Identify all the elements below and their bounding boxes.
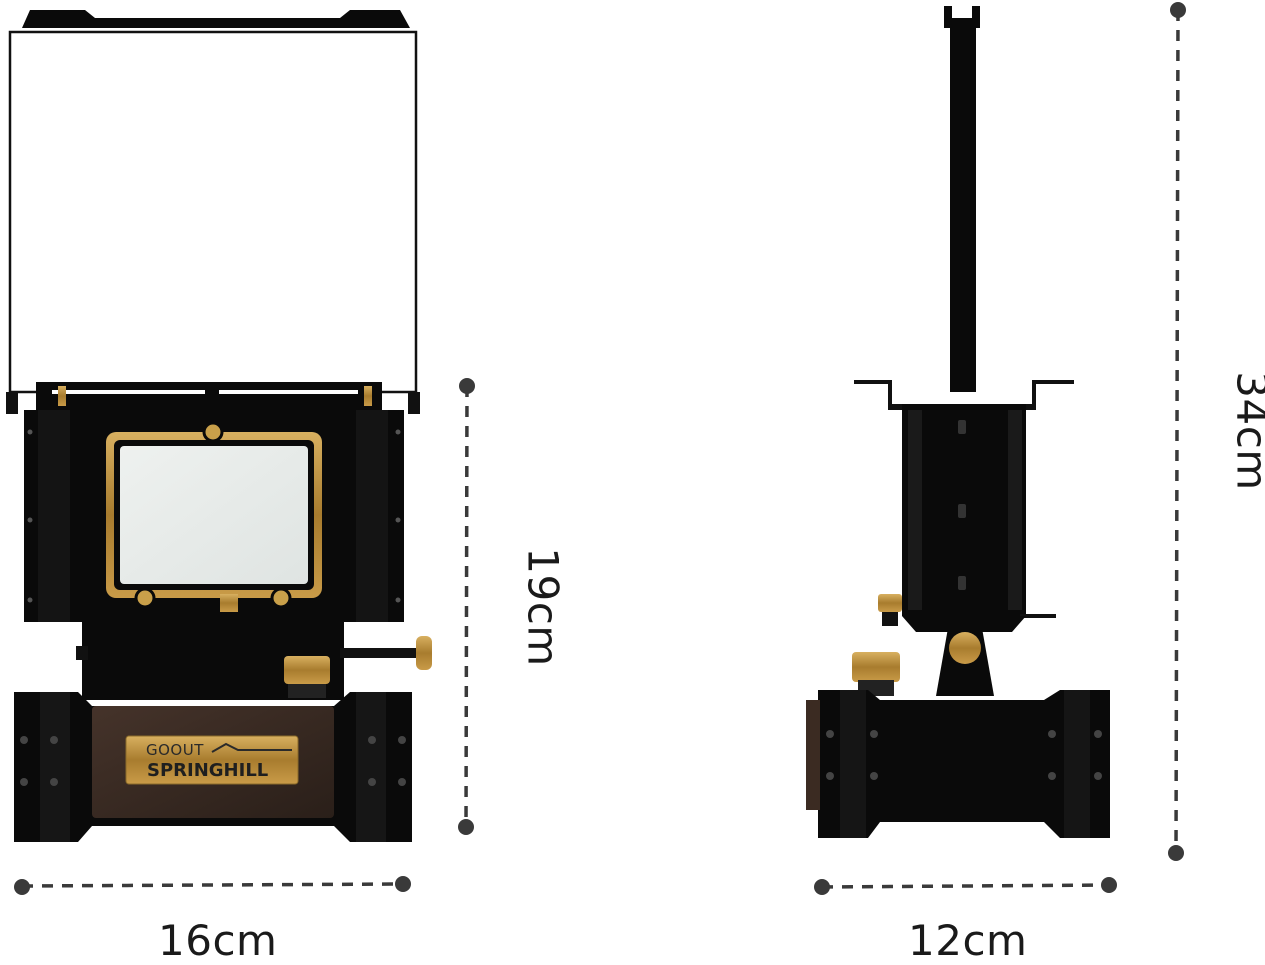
lantern-front-view: GOOUT SPRINGHILL bbox=[6, 10, 432, 842]
front-brass-valve bbox=[284, 656, 330, 684]
side-brass-valve bbox=[852, 652, 900, 682]
brand-plate: GOOUT SPRINGHILL bbox=[125, 735, 299, 785]
lantern-side-view bbox=[806, 6, 1110, 838]
side-brass-disc bbox=[949, 632, 981, 664]
front-height-dimension bbox=[458, 378, 475, 835]
front-width-label: 16cm bbox=[158, 916, 278, 965]
side-handle-bar bbox=[950, 26, 976, 392]
side-width-endpoint-right bbox=[1101, 877, 1117, 893]
side-height-endpoint-top bbox=[1170, 2, 1186, 18]
front-top-reflector-bar bbox=[22, 10, 410, 28]
front-height-label: 19cm bbox=[518, 547, 568, 667]
side-base-tank bbox=[818, 690, 1110, 838]
front-reflector-shade bbox=[8, 30, 418, 394]
side-handle-hook bbox=[944, 6, 980, 28]
front-width-endpoint-left bbox=[14, 879, 30, 895]
front-window-glass bbox=[120, 446, 308, 584]
side-height-label: 34cm bbox=[1227, 371, 1265, 491]
front-height-endpoint-bottom bbox=[458, 819, 474, 835]
side-width-endpoint-left bbox=[814, 879, 830, 895]
front-width-endpoint-right bbox=[395, 876, 411, 892]
front-adjust-rod bbox=[340, 648, 424, 658]
brand-plate-line2: SPRINGHILL bbox=[147, 760, 268, 781]
front-width-dimension bbox=[14, 876, 411, 895]
side-width-dimension bbox=[814, 877, 1117, 895]
front-height-endpoint-top bbox=[459, 378, 475, 394]
side-height-endpoint-bottom bbox=[1168, 845, 1184, 861]
side-height-dimension bbox=[1168, 2, 1186, 861]
brand-plate-line1: GOOUT bbox=[146, 741, 204, 759]
side-width-label: 12cm bbox=[908, 916, 1028, 965]
